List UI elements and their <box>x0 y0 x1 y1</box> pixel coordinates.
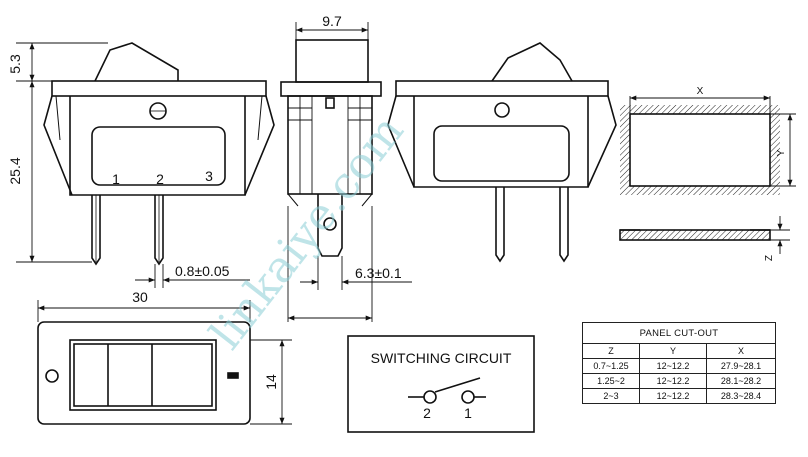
panel-cutout <box>619 105 780 241</box>
side-tab <box>317 194 343 257</box>
dim-tab-width: 6.3±0.1 <box>355 265 402 281</box>
dim-bezel-height: 14 <box>263 374 279 390</box>
table-cell: 12~12.2 <box>639 373 707 389</box>
dim-actuator-height: 5.3 <box>7 54 23 74</box>
table-row: 1.25~2 12~12.2 28.1~28.2 <box>582 373 776 389</box>
dim-body-width: 9.7 <box>322 13 342 29</box>
circuit-title: SWITCHING CIRCUIT <box>371 350 512 366</box>
bezel-i-mark <box>227 372 239 379</box>
rear-view <box>387 42 617 263</box>
dim-total-height: 25.4 <box>7 157 23 184</box>
cutout-x-label: X <box>697 86 704 97</box>
panel-cutout-table: PANEL CUT-OUT Z Y X 0.7~1.25 12~12.2 27.… <box>582 322 776 404</box>
front-window <box>91 126 226 186</box>
table-cell: 12~12.2 <box>639 388 707 404</box>
terminal-label-1: 1 <box>112 171 120 187</box>
cutout-y-label: Y <box>776 149 787 156</box>
front-view <box>43 42 275 266</box>
table-cell: 0.7~1.25 <box>582 358 640 374</box>
table-header-y: Y <box>639 343 707 359</box>
bezel-o-mark <box>45 369 59 383</box>
table-header-x: X <box>706 343 776 359</box>
dim-bezel-length: 30 <box>132 289 148 305</box>
table-header-z: Z <box>582 343 640 359</box>
terminal-label-3: 3 <box>205 168 213 184</box>
cutout-z-label: Z <box>764 255 775 261</box>
dim-pin-width: 0.8±0.05 <box>175 263 230 279</box>
watermark: linkaiye.com <box>200 106 413 359</box>
switching-circuit-box <box>347 335 535 433</box>
circuit-node-1: 1 <box>464 405 472 421</box>
table-cell: 1.25~2 <box>582 373 640 389</box>
terminal-label-2: 2 <box>156 171 164 187</box>
table-cell: 28.3~28.4 <box>706 388 776 404</box>
table-cell: 12~12.2 <box>639 358 707 374</box>
circuit-node-2: 2 <box>423 405 431 421</box>
table-cell: 27.9~28.1 <box>706 358 776 374</box>
table-row: 2~3 12~12.2 28.3~28.4 <box>582 388 776 404</box>
table-row: 0.7~1.25 12~12.2 27.9~28.1 <box>582 358 776 374</box>
table-cell: 28.1~28.2 <box>706 373 776 389</box>
bezel-view <box>37 321 251 425</box>
table-cell: 2~3 <box>582 388 640 404</box>
dimension-lines <box>16 22 796 425</box>
pin-left <box>91 195 101 266</box>
side-view <box>280 39 382 257</box>
pin-middle <box>154 195 164 266</box>
table-title: PANEL CUT-OUT <box>582 322 776 344</box>
